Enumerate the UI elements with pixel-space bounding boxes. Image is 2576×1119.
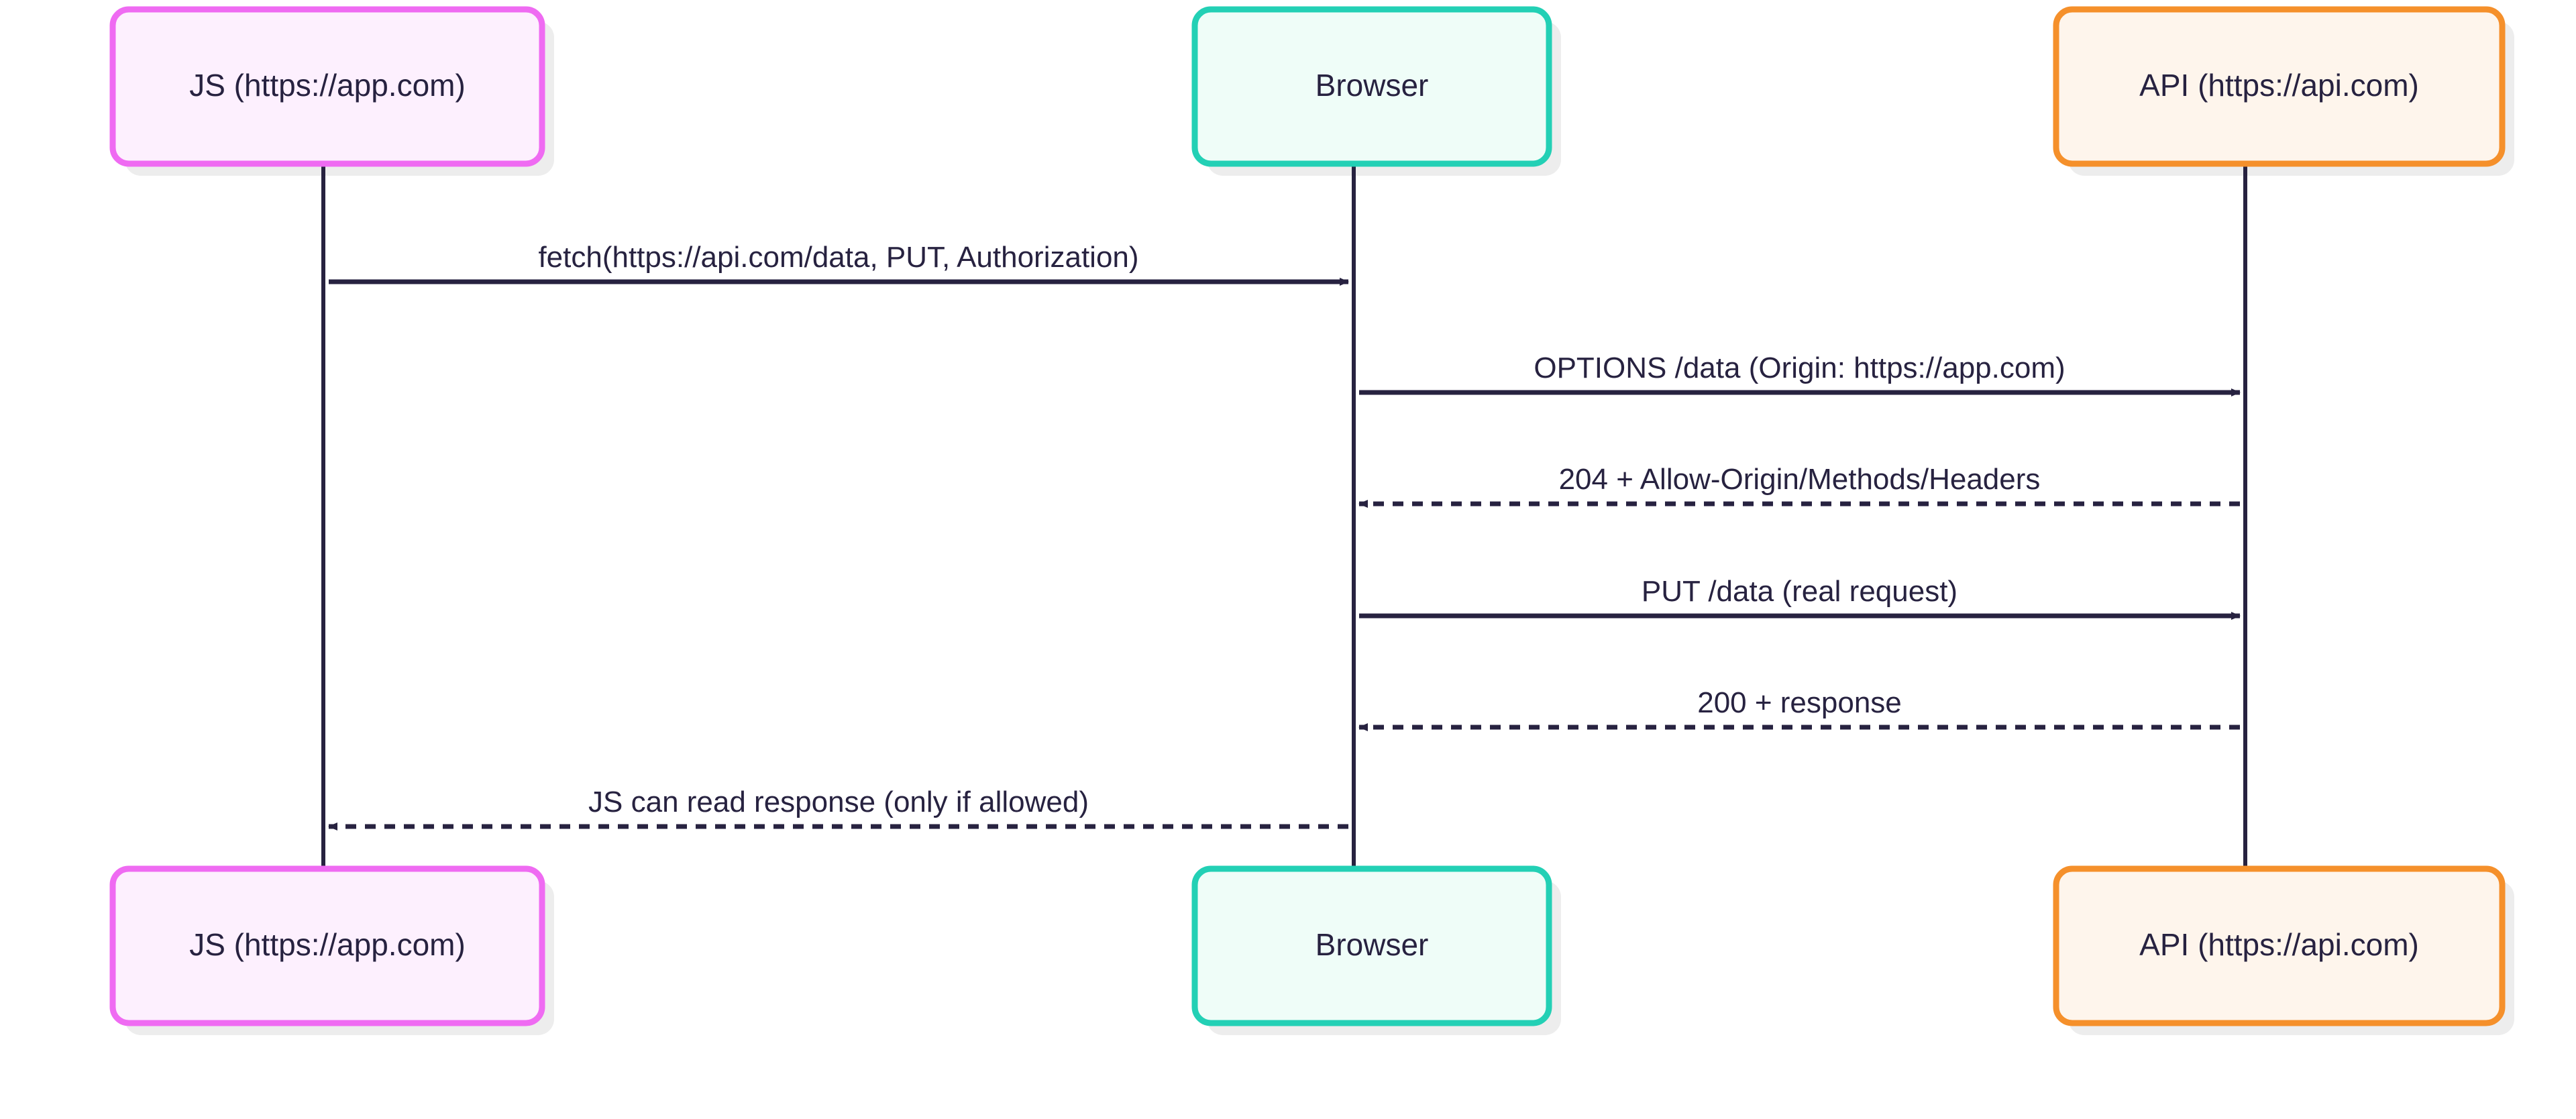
actor-boxes-group: JS (https://app.com) JS (https://app.com)… [109,6,2506,1026]
lifelines-group [321,164,2247,953]
actor-label-js-bottom: JS (https://app.com) [189,927,466,962]
actor-box-api-bottom[interactable] [2053,865,2506,1026]
actor-label-browser-top: Browser [1316,68,1429,103]
actor-box-browser-bottom[interactable] [1191,865,1552,1026]
message-label-5: 200 + response [1697,686,1902,719]
message-label-6: JS can read response (only if allowed) [588,786,1089,818]
message-label-2: OPTIONS /data (Origin: https://app.com) [1534,352,2065,384]
message-label-1: fetch(https://api.com/data, PUT, Authori… [538,241,1138,274]
actor-box-browser-top[interactable] [1191,6,1552,167]
actor-box-api-top[interactable] [2053,6,2506,167]
messages-group: fetch(https://api.com/data, PUT, Authori… [328,241,2241,831]
message-label-4: PUT /data (real request) [1642,575,1957,608]
actor-label-api-bottom: API (https://api.com) [2139,927,2419,962]
actor-label-api-top: API (https://api.com) [2139,68,2419,103]
actor-label-browser-bottom: Browser [1316,927,1429,962]
actor-label-js-top: JS (https://app.com) [189,68,466,103]
message-label-3: 204 + Allow-Origin/Methods/Headers [1559,463,2041,496]
actor-box-js-top[interactable] [109,6,545,167]
actor-box-js-bottom[interactable] [109,865,545,1026]
